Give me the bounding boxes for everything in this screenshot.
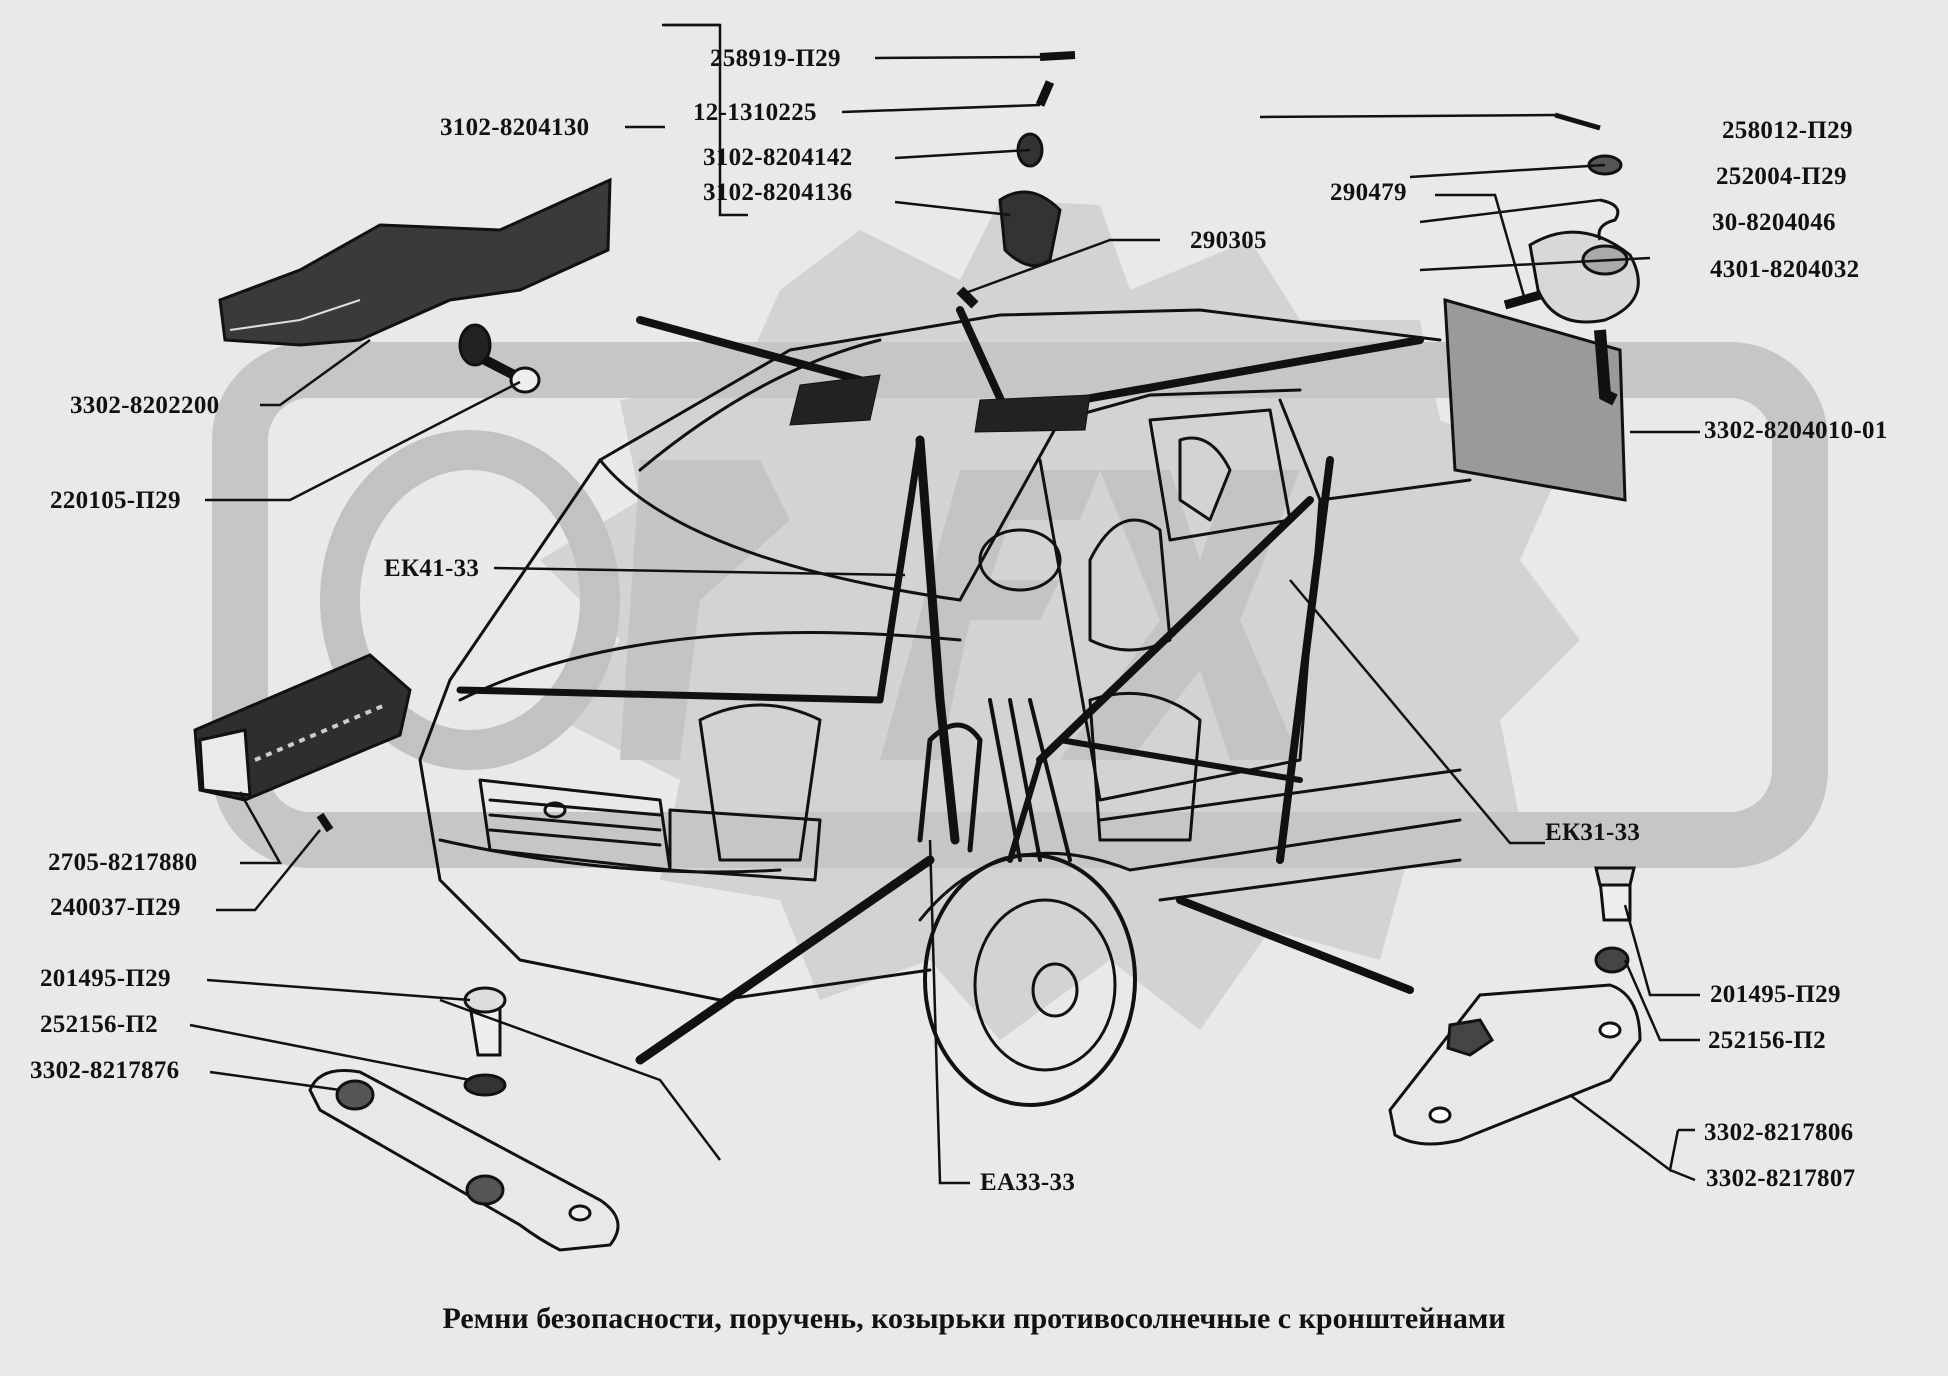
label-3102-8204142: 3102-8204142	[703, 144, 853, 171]
label-240037: 240037-П29	[50, 894, 181, 921]
sun-visor	[1443, 112, 1640, 502]
label-3302-8204010-01: 3302-8204010-01	[1704, 417, 1888, 444]
label-252156-left: 252156-П2	[40, 1011, 158, 1038]
label-290305: 290305	[1190, 227, 1267, 254]
leader-lines	[189, 23, 1700, 1185]
label-258012: 258012-П29	[1722, 117, 1853, 144]
label-201495-left: 201495-П29	[40, 965, 171, 992]
label-258919: 258919-П29	[710, 45, 841, 72]
headliner-parts	[789, 374, 1091, 433]
label-220105: 220105-П29	[50, 487, 181, 514]
label-3302-8217806: 3302-8217806	[1704, 1119, 1854, 1146]
seat-belts	[456, 306, 1424, 1065]
label-290479: 290479	[1330, 179, 1407, 206]
label-12-1310225: 12-1310225	[693, 99, 817, 126]
bracket-left	[308, 986, 620, 1252]
label-3102-8204130: 3102-8204130	[440, 114, 590, 141]
figure-caption: Ремни безопасности, поручень, козырьки п…	[442, 1302, 1506, 1335]
bracket-right	[1388, 866, 1642, 1146]
label-3302-8217807: 3302-8217807	[1706, 1165, 1856, 1192]
label-30-8204046: 30-8204046	[1712, 209, 1836, 236]
label-252156-right: 252156-П2	[1708, 1027, 1826, 1054]
top-fasteners	[956, 51, 1076, 309]
label-ek41-33: ЕК41-33	[384, 555, 480, 582]
label-4301-8204032: 4301-8204032	[1710, 256, 1860, 283]
label-3302-8202200: 3302-8202200	[70, 392, 220, 419]
handrail	[218, 177, 612, 394]
van-body	[418, 308, 1472, 1107]
label-3102-8204136: 3102-8204136	[703, 179, 853, 206]
label-201495-right: 201495-П29	[1710, 981, 1841, 1008]
label-2705-8217880: 2705-8217880	[48, 849, 198, 876]
label-ek31-33: ЕК31-33	[1545, 819, 1641, 846]
label-ea33-33: ЕА33-33	[980, 1169, 1076, 1196]
label-3302-8217876: 3302-8217876	[30, 1057, 180, 1084]
label-252004: 252004-П29	[1716, 163, 1847, 190]
end-cap-parts	[193, 653, 412, 833]
